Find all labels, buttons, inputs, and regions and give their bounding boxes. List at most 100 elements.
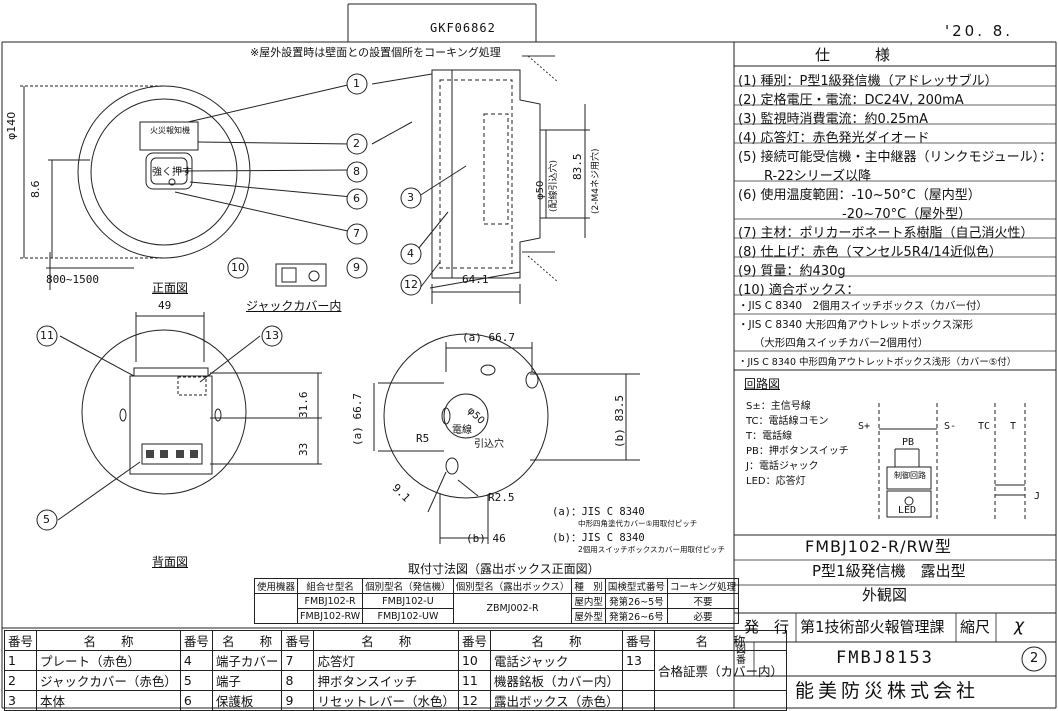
part-name: 本体 bbox=[36, 690, 181, 711]
spec-line: (5) 接続可能受信機・主中継器（リンクモジュール）： bbox=[738, 150, 1053, 165]
callout-10: 10 bbox=[231, 261, 245, 274]
dim-d800: 800~1500 bbox=[46, 273, 99, 286]
spec-line: (8) 仕上げ：赤色（マンセル5R4/14近似色） bbox=[738, 245, 1003, 260]
dim-d140: φ140 bbox=[5, 111, 18, 140]
part-name: 露出ボックス（赤色） bbox=[489, 690, 624, 711]
part-name: ジャックカバー（赤色） bbox=[36, 670, 181, 691]
dim-b835: (b) 83.5 bbox=[613, 395, 626, 448]
front-plate-outline bbox=[77, 85, 251, 259]
callout-8: 8 bbox=[353, 165, 360, 178]
spec-line: (10) 適合ボックス： bbox=[738, 283, 860, 298]
scale-value: χ bbox=[1014, 616, 1025, 636]
combo-header: 組合せ型名 bbox=[297, 578, 364, 594]
caption-front: 正面図 bbox=[152, 281, 189, 295]
callout-1: 1 bbox=[353, 77, 360, 90]
part-no: 3 bbox=[3, 690, 38, 711]
circuit-diagram bbox=[878, 403, 1026, 521]
spec-line: (9) 質量：約430g bbox=[738, 264, 846, 279]
parts-header-name: 名 称 bbox=[211, 630, 283, 651]
company-name: 能美防災株式会社 bbox=[795, 680, 980, 702]
combo-header: 使用機器 bbox=[253, 578, 299, 594]
spec-rules bbox=[734, 85, 1056, 352]
terminal-s-minus: S- bbox=[944, 421, 957, 432]
part-no: 8 bbox=[281, 670, 315, 691]
callout-5: 5 bbox=[43, 513, 50, 526]
part-name: 端子 bbox=[211, 670, 283, 691]
part-name: 端子カバー bbox=[211, 650, 283, 671]
callout-12: 12 bbox=[404, 278, 418, 291]
note-a-1: (a)：JIS C 8340 bbox=[552, 506, 645, 518]
part-name: 保護板 bbox=[211, 690, 283, 711]
spec-line: ・JIS C 8340 2個用スイッチボックス（カバー付） bbox=[738, 300, 987, 312]
dim-a667-vertical: (a) 66.7 bbox=[351, 393, 364, 446]
callout-13: 13 bbox=[265, 329, 279, 342]
hole-label-2: 引込穴 bbox=[474, 439, 504, 450]
combination-table: 使用機器 組合せ型名 個別型名（発信機） 個別型名（露出ボックス） 種 別 国検… bbox=[253, 578, 740, 624]
circuit-pb: PB bbox=[902, 437, 915, 448]
dim-r25: R2.5 bbox=[488, 491, 515, 504]
spec-line: (6) 使用温度範囲：-10~50°C（屋内型） bbox=[738, 188, 981, 203]
combo-header: コーキング処理 bbox=[666, 578, 740, 594]
part-no: 10 bbox=[457, 650, 491, 671]
combo-header: 個別型名（露出ボックス） bbox=[452, 578, 573, 594]
part-name: 合格証票（カバー内） bbox=[654, 650, 788, 691]
legend-item: LED：応答灯 bbox=[746, 476, 806, 487]
combo-header: 個別型名（発信機） bbox=[362, 578, 454, 594]
issuer: 第1技術部火報管理課 bbox=[800, 618, 945, 636]
part-name: リセットレバー（水色） bbox=[313, 690, 459, 711]
combo-cell: 屋外型 bbox=[571, 608, 606, 624]
circuit-j: J bbox=[1034, 491, 1041, 502]
parts-header-name: 名 称 bbox=[313, 630, 459, 651]
caption-jack-cover: ジャックカバー内 bbox=[246, 299, 342, 313]
dim-d33: 33 bbox=[297, 442, 310, 456]
part-no: 4 bbox=[179, 650, 213, 671]
part-name: 機器銘板（カバー内） bbox=[489, 670, 624, 691]
note-b-1: (b)：JIS C 8340 bbox=[552, 532, 645, 544]
combo-cell: FMBJ102-RW bbox=[297, 608, 364, 624]
combo-cell: ZBMJ002-R bbox=[452, 593, 573, 624]
hole-label-1: 電線 bbox=[452, 425, 472, 436]
circuit-led: LED bbox=[898, 505, 917, 516]
parts-header-name: 名 称 bbox=[489, 630, 624, 651]
model-name: FMBJ102-R/RW型 bbox=[805, 537, 952, 556]
part-name: プレート（赤色） bbox=[36, 650, 181, 671]
revision: 2 bbox=[1030, 651, 1039, 666]
dim-r5: R5 bbox=[416, 432, 430, 445]
drawing-number: FMBJ8153 bbox=[836, 648, 934, 668]
parts-header-name: 名 称 bbox=[36, 630, 181, 651]
terminal-t: T bbox=[1010, 421, 1017, 432]
doc-date: '20. 8. bbox=[945, 22, 1014, 40]
callout-11: 11 bbox=[40, 329, 54, 342]
note-a-2: 中形四角塗代カバー⑤用取付ピッチ bbox=[578, 519, 698, 528]
caption-back: 背面図 bbox=[152, 555, 189, 569]
spec-line: -20~70°C（屋外型） bbox=[738, 207, 972, 222]
legend-item: S±：主信号線 bbox=[746, 401, 811, 412]
circuit-title: 回路図 bbox=[744, 377, 781, 391]
callout-4: 4 bbox=[407, 247, 414, 260]
combo-cell: FMBJ102-U bbox=[362, 593, 454, 609]
callout-9: 9 bbox=[353, 261, 360, 274]
dim-m4: (2-M4ネジ用穴) bbox=[591, 148, 601, 215]
part-no: 13 bbox=[621, 650, 656, 671]
spec-line: (2) 定格電圧・電流：DC24V, 200mA bbox=[738, 93, 964, 108]
combo-cell: 発第26~5号 bbox=[604, 593, 668, 609]
part-no: 11 bbox=[457, 670, 491, 691]
legend-item: PB：押ボタンスイッチ bbox=[746, 446, 849, 457]
dim-d835: 83.5 bbox=[571, 153, 584, 181]
parts-header-no: 番号 bbox=[3, 630, 38, 651]
legend-item: TC：電話線コモン bbox=[746, 416, 829, 427]
combo-cell: 発第26~6号 bbox=[604, 608, 668, 624]
part-name: 押ボタンスイッチ bbox=[313, 670, 459, 691]
callout-7: 7 bbox=[353, 227, 360, 240]
spec-line: (7) 主材：ポリカーボネート系樹脂（自己消火性） bbox=[738, 226, 1034, 241]
title-block-lines bbox=[734, 559, 1056, 676]
dim-d641: 64.1 bbox=[462, 273, 489, 286]
terminal-s-plus: S+ bbox=[858, 421, 871, 432]
part-name: 応答灯 bbox=[313, 650, 459, 671]
spec-line: （大形四角スイッチカバー2個用付） bbox=[738, 337, 929, 349]
spec-line: ・JIS C 8340 中形四角アウトレットボックス浅形（カバー⑤付） bbox=[738, 357, 1017, 368]
spec-line: (1) 種別：P型1級発信機（アドレッサブル） bbox=[738, 74, 998, 89]
